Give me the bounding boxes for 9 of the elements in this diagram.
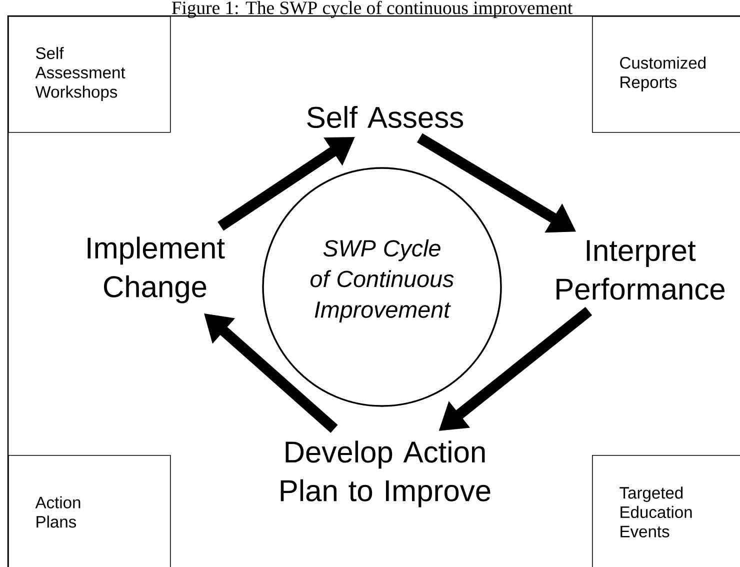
stage-label: Implement Change [88, 236, 225, 304]
title: Figure 1: The SWP cycle of continuous improvement [172, 0, 573, 18]
stage-label: Interpret Performance [556, 240, 725, 300]
stage-label: Self Assess [307, 106, 464, 128]
corner-box: Targeted Education Events [592, 455, 740, 567]
stage-label: Develop Action Plan to Improve [280, 440, 490, 508]
corner-box: Customized Reports [592, 16, 740, 133]
corner-box: Action Plans [8, 455, 171, 567]
corner-box: Self Assessment Workshops [8, 16, 171, 133]
